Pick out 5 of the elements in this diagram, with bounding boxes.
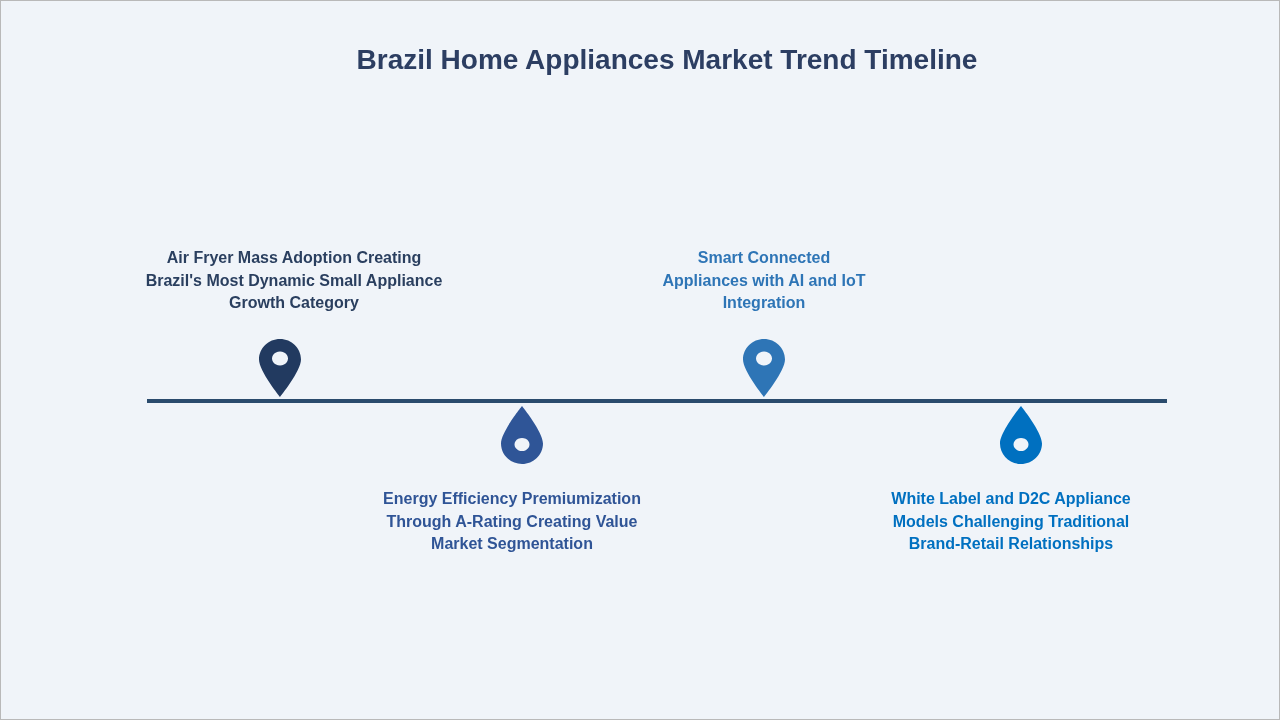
milestone-text: Energy Efficiency Premiumization Through A-Rating Creating Value Market Segmentation	[382, 489, 642, 554]
milestone-text: Smart Connected Appliances with AI and IoT Integration	[661, 248, 867, 313]
milestone-text: White Label and D2C Appliance Models Challenging Traditional Brand-Retail Relationships	[890, 489, 1132, 554]
milestone-text: Air Fryer Mass Adoption Creating Brazil's Most Dynamic Small Appliance Growth Category	[144, 248, 444, 313]
chart-title: Brazil Home Appliances Market Trend Timeline	[355, 43, 979, 77]
